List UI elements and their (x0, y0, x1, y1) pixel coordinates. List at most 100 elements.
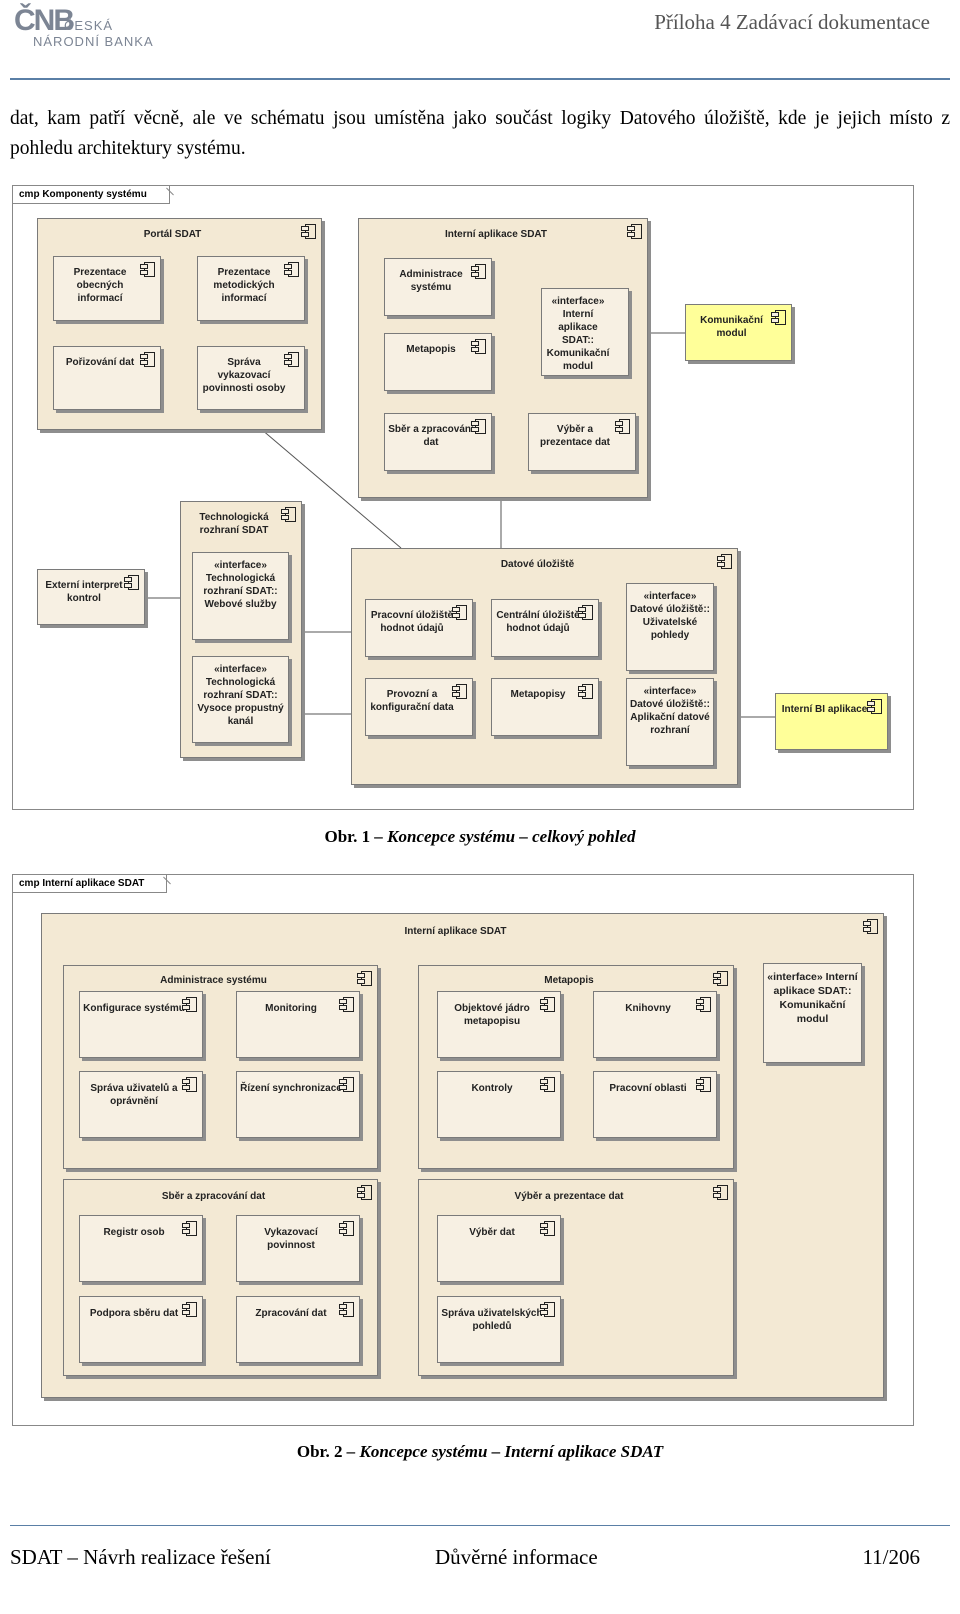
administrace-2-label: Administrace systému (160, 975, 267, 986)
monitoring: Monitoring (236, 991, 360, 1058)
zpracovani-label: Zpracování dat (255, 1308, 327, 1319)
sprava-pohledu-label: Správa uživatelských pohledů (441, 1308, 543, 1332)
component-icon (339, 997, 354, 1012)
vykazovaci-label: Vykazovací povinnost (264, 1227, 318, 1251)
prezentace-metodickych-label: Prezentace metodických informací (213, 267, 275, 304)
component-icon (540, 1302, 555, 1317)
vyber-dat-label: Výběr dat (469, 1227, 515, 1238)
logo-line-1: ČESKÁ (64, 18, 114, 33)
pracovni-oblasti: Pracovní oblasti (593, 1071, 717, 1138)
component-icon (182, 997, 197, 1012)
pracovni-oblasti-label: Pracovní oblasti (609, 1083, 687, 1094)
registr-osob: Registr osob (79, 1215, 203, 1282)
component-icon (540, 1077, 555, 1092)
sprava-pohledu: Správa uživatelských pohledů (437, 1296, 561, 1363)
centralni-uloziste: Centrální úložiště hodnot údajů (491, 599, 599, 657)
sprava-vykazovaci: Správa vykazovací povinnosti osoby (197, 346, 305, 410)
component-icon (540, 1221, 555, 1236)
technologicka-rozhrani-label: Technologická rozhraní SDAT (199, 512, 269, 536)
vyber-prezentace-2-label: Výběr a prezentace dat (514, 1191, 624, 1202)
component-icon (140, 352, 155, 367)
knihovny: Knihovny (593, 991, 717, 1058)
cnb-logo: ČNB ČESKÁ NÁRODNÍ BANKA (14, 4, 154, 52)
component-icon (339, 1221, 354, 1236)
footer-page-number: 11/206 (862, 1545, 920, 1569)
interface-vysoce-label: «interface» Technologická rozhraní SDAT:… (197, 664, 284, 727)
component-icon (713, 1185, 728, 1200)
interface-webove-sluzby: «interface» Technologická rozhraní SDAT:… (192, 552, 289, 640)
prezentace-obecnych-label: Prezentace obecných informací (73, 267, 127, 304)
component-icon (452, 605, 467, 620)
interface-webove-label: «interface» Technologická rozhraní SDAT:… (203, 560, 278, 610)
figure-1-tab: cmp Komponenty systému (13, 186, 170, 204)
component-icon (540, 997, 555, 1012)
porizovani-dat: Pořizování dat (53, 346, 161, 410)
metapopisy: Metapopisy (491, 678, 599, 736)
component-icon (696, 997, 711, 1012)
interface-komunikacni-modul: «interface» Interní aplikace SDAT:: Komu… (541, 288, 629, 376)
rizeni-label: Řízení synchronizace (240, 1083, 342, 1094)
metapopis: Metapopis (384, 333, 492, 391)
vykazovaci-povinnost: Vykazovací povinnost (236, 1215, 360, 1282)
footer-left: SDAT – Návrh realizace řešení (10, 1545, 271, 1569)
component-icon (713, 971, 728, 986)
component-icon (182, 1302, 197, 1317)
header-title: Příloha 4 Zadávací dokumentace (654, 10, 930, 34)
administrace-systemu: Administrace systému (384, 258, 492, 316)
component-icon (578, 605, 593, 620)
metapopis-label: Metapopis (406, 344, 456, 355)
figure-2-tab: cmp Interní aplikace SDAT (13, 875, 168, 893)
figure-1-title: – Koncepce systému – celkový pohled (370, 827, 636, 846)
component-icon (140, 262, 155, 277)
pracovni-uloziste-label: Pracovní úložiště hodnot údajů (370, 610, 454, 634)
pracovni-uloziste: Pracovní úložiště hodnot údajů (365, 599, 473, 657)
component-icon (182, 1221, 197, 1236)
provozni-konfiguracni: Provozní a konfigurační data (365, 678, 473, 736)
metapopis-2-label: Metapopis (544, 975, 594, 986)
datove-uloziste-label: Datové úložiště (500, 559, 575, 570)
externi-interpret: Externí interpret kontrol (37, 569, 145, 625)
vyber-prezentace: Výběr a prezentace dat (528, 413, 636, 471)
component-icon (615, 419, 630, 434)
interface-aplikacni-rozhrani: «interface» Datové úložiště:: Aplikační … (626, 678, 714, 766)
figure-2-number: Obr. 2 (296, 1442, 343, 1461)
administrace-label: Administrace systému (399, 269, 463, 293)
component-icon (471, 419, 486, 434)
sprava-vykazovaci-label: Správa vykazovací povinnosti osoby (202, 357, 286, 394)
interface-komunikacni-2-label: «interface» Interní aplikace SDAT:: Komu… (767, 971, 858, 1025)
komunikacni-modul: Komunikační modul (685, 304, 792, 361)
component-icon (339, 1302, 354, 1317)
component-icon (281, 507, 296, 522)
component-icon (471, 339, 486, 354)
registr-osob-label: Registr osob (103, 1227, 165, 1238)
interface-uzivatelske-pohledy: «interface» Datové úložiště:: Uživatelsk… (626, 583, 714, 671)
porizovani-dat-label: Pořizování dat (65, 357, 135, 368)
sprava-uzivatelu-label: Správa uživatelů a oprávnění (90, 1083, 178, 1107)
intro-paragraph: dat, kam patří věcně, ale ve schématu js… (10, 108, 950, 159)
prezentace-obecnych: Prezentace obecných informací (53, 256, 161, 321)
rizeni-synchronizace: Řízení synchronizace (236, 1071, 360, 1138)
vyber-prezentace-label: Výběr a prezentace dat (539, 424, 611, 448)
sber-zpracovani: Sběr a zpracování dat (384, 413, 492, 471)
komunikacni-modul-label: Komunikační modul (700, 315, 763, 339)
interface-aplikacni-label: «interface» Datové úložiště:: Aplikační … (629, 686, 710, 736)
component-icon (357, 1185, 372, 1200)
objektove-label: Objektové jádro metapopisu (454, 1003, 530, 1027)
zpracovani-dat: Zpracování dat (236, 1296, 360, 1363)
logo-mark: ČNB (14, 4, 75, 37)
component-icon (357, 971, 372, 986)
figure-1-number: Obr. 1 (324, 827, 371, 846)
component-icon (301, 224, 316, 239)
footer-center: Důvěrné informace (435, 1545, 598, 1569)
provozni-konfiguracni-label: Provozní a konfigurační data (370, 689, 454, 713)
component-icon (696, 1077, 711, 1092)
interni-aplikace-label: Interní aplikace SDAT (444, 229, 548, 240)
sber-zpracovani-2-label: Sběr a zpracování dat (161, 1191, 266, 1202)
metapopisy-label: Metapopisy (510, 689, 566, 700)
component-icon (717, 554, 732, 569)
interni-bi-aplikace: Interní BI aplikace (775, 693, 888, 750)
konfigurace-systemu: Konfigurace systému (79, 991, 203, 1058)
prezentace-metodickych: Prezentace metodických informací (197, 256, 305, 321)
component-icon (578, 684, 593, 699)
figure-2-caption: Obr. 2 – Koncepce systému – Interní apli… (0, 1442, 960, 1462)
